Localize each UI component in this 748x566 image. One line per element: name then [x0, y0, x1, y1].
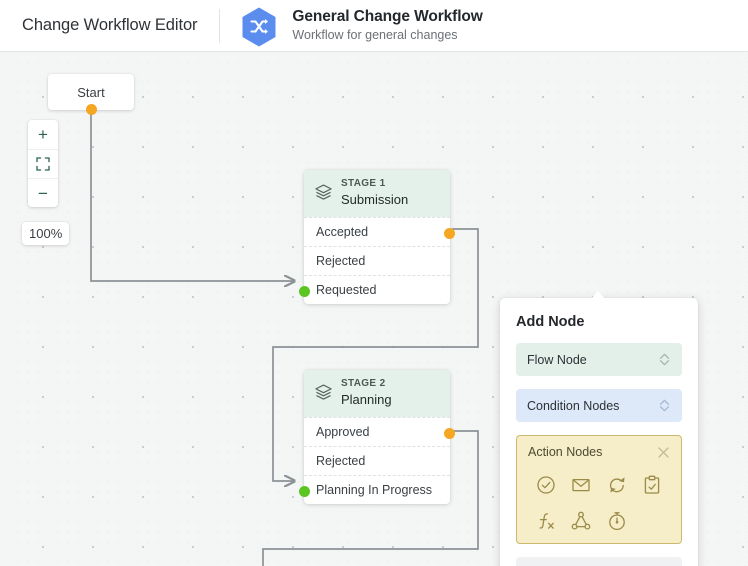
action-nodes-label: Action Nodes	[528, 445, 603, 459]
envelope-icon[interactable]	[571, 475, 591, 495]
stage-1-header: STAGE 1 Submission	[304, 170, 450, 217]
category-flow-node-label: Flow Node	[527, 352, 587, 367]
zoom-out-button[interactable]: −	[28, 178, 58, 207]
stage-1-row-requested[interactable]: Requested	[299, 274, 450, 304]
edge-start-to-stage1	[90, 106, 294, 281]
stage-1-accepted-output-port[interactable]	[444, 227, 455, 239]
zoom-in-button[interactable]: +	[28, 120, 58, 149]
shuffle-hexagon-icon	[240, 6, 278, 46]
action-nodes-header: Action Nodes	[528, 445, 670, 459]
page-title: Change Workflow Editor	[22, 16, 198, 34]
stage-2-approved-output-port[interactable]	[444, 427, 455, 439]
chevron-updown-icon	[659, 399, 670, 412]
stage-1-requested-input-port[interactable]	[299, 285, 310, 297]
stage-1-row-accepted[interactable]: Accepted	[304, 216, 455, 246]
stage-1-row-rejected[interactable]: Rejected	[304, 245, 450, 275]
edge-stage1-to-stage2	[272, 228, 479, 481]
workflow-canvas[interactable]: Start + − 100%	[0, 52, 748, 566]
stage-2-row-planning-in-progress-label: Planning In Progress	[316, 482, 433, 497]
category-condition-nodes-label: Condition Nodes	[527, 398, 620, 413]
stage-1-row-requested-label: Requested	[316, 282, 377, 297]
stage-2-row-approved[interactable]: Approved	[304, 416, 455, 446]
stage-2-row-approved-label: Approved	[316, 424, 370, 439]
edge-layer	[90, 106, 479, 566]
share-network-icon[interactable]	[571, 511, 591, 531]
stage-2-planning-input-port[interactable]	[299, 485, 310, 497]
add-node-panel-pointer	[591, 291, 605, 299]
stage-node-2[interactable]: STAGE 2 Planning Approved Rejected Plann…	[299, 370, 455, 504]
stage-2-row-planning-in-progress[interactable]: Planning In Progress	[299, 474, 450, 504]
add-node-panel[interactable]: Add Node Flow Node Condition Nodes Actio…	[500, 291, 698, 566]
fit-view-button[interactable]	[28, 149, 58, 178]
timer-icon[interactable]	[607, 511, 627, 531]
header-divider	[219, 8, 221, 43]
start-node-label: Start	[77, 84, 105, 100]
app-header: Change Workflow Editor General Change Wo…	[0, 0, 748, 52]
category-branch-nodes[interactable]: Branch Nodes	[516, 557, 682, 566]
layers-icon	[315, 384, 332, 400]
chevron-updown-icon	[659, 353, 670, 366]
refresh-icon[interactable]	[607, 475, 627, 495]
action-nodes-icon-grid[interactable]	[528, 475, 670, 531]
function-fx-icon[interactable]	[536, 511, 556, 531]
fit-screen-icon	[36, 157, 50, 171]
edge-stage2-outgoing	[262, 430, 479, 566]
workflow-description: Workflow for general changes	[292, 28, 458, 43]
stage-2-header: STAGE 2 Planning	[304, 370, 450, 417]
category-action-nodes[interactable]: Action Nodes	[516, 435, 682, 544]
stage-node-1[interactable]: STAGE 1 Submission Accepted Rejected Req…	[299, 170, 455, 304]
stage-1-label: STAGE 1	[341, 178, 386, 189]
start-node[interactable]: Start	[48, 74, 134, 115]
stage-2-name: Planning	[341, 392, 392, 407]
stage-2-row-rejected-label: Rejected	[316, 453, 366, 468]
minus-icon: −	[38, 183, 48, 203]
close-icon[interactable]	[657, 446, 670, 459]
stage-1-row-rejected-label: Rejected	[316, 253, 366, 268]
stage-2-row-rejected[interactable]: Rejected	[304, 445, 450, 475]
add-node-panel-title: Add Node	[516, 314, 585, 330]
plus-icon: +	[38, 125, 48, 144]
category-flow-node[interactable]: Flow Node	[516, 343, 682, 376]
stage-1-name: Submission	[341, 192, 409, 207]
zoom-level-indicator: 100%	[22, 222, 70, 245]
clipboard-check-icon[interactable]	[642, 475, 662, 495]
start-node-output-port[interactable]	[86, 104, 97, 115]
stage-1-row-accepted-label: Accepted	[316, 224, 369, 239]
workflow-name: General Change Workflow	[292, 8, 483, 25]
stage-2-label: STAGE 2	[341, 378, 386, 389]
check-circle-icon[interactable]	[536, 475, 556, 495]
layers-icon	[315, 184, 332, 200]
zoom-controls[interactable]: + −	[28, 120, 58, 207]
category-condition-nodes[interactable]: Condition Nodes	[516, 389, 682, 422]
